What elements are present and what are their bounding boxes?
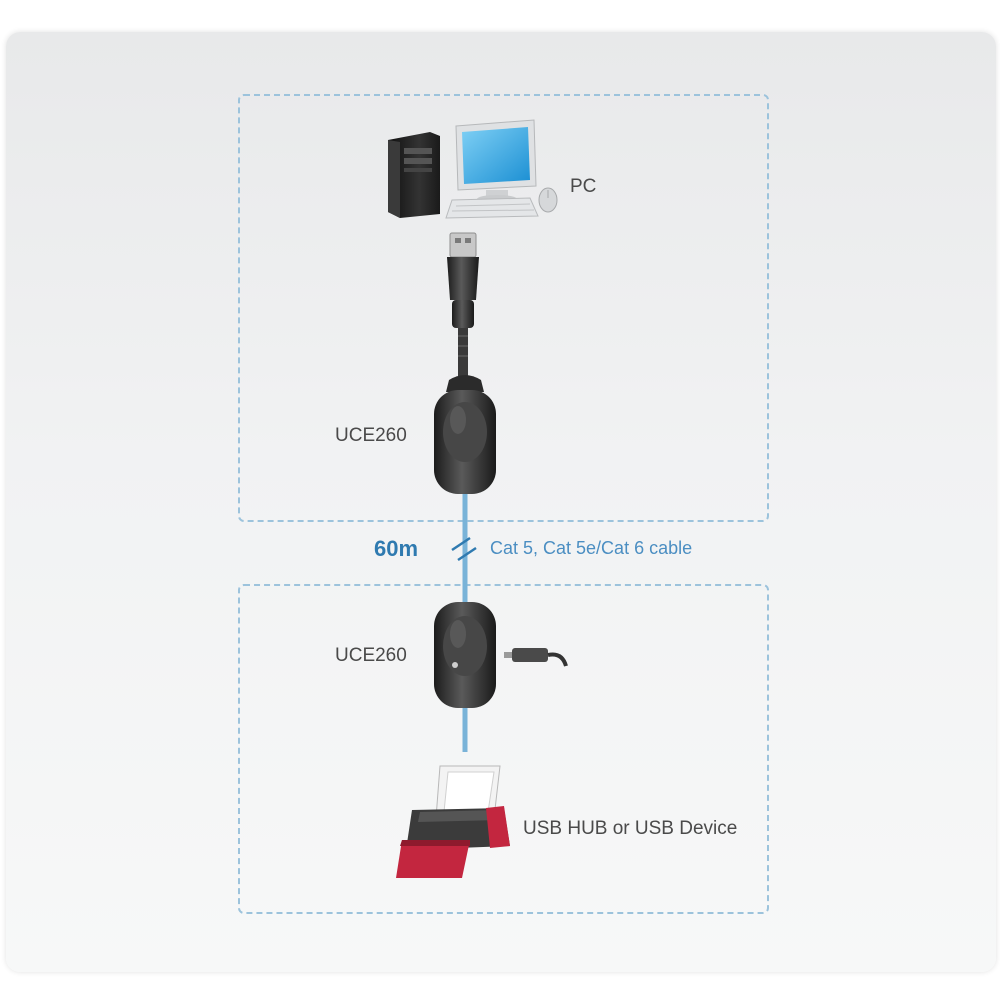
printer-icon: [396, 765, 510, 878]
mouse-icon: [538, 187, 558, 213]
local-extender-label: UCE260: [335, 425, 407, 446]
local-zone-box: [238, 94, 769, 522]
monitor-icon: [455, 119, 537, 203]
remote-zone-box: [238, 584, 769, 914]
cable-type-label: Cat 5, Cat 5e/Cat 6 cable: [490, 538, 693, 558]
pc-label: PC: [570, 176, 597, 197]
keyboard-icon: [445, 197, 539, 219]
power-adapter-icon: [504, 648, 568, 667]
cat-cable: [451, 490, 477, 752]
usb-device-label: USB HUB or USB Device: [523, 818, 738, 839]
usb-plug-icon: [447, 232, 479, 378]
extender-module-icon: [434, 375, 496, 494]
pc-tower-icon: [388, 132, 440, 218]
distance-label: 60m: [374, 536, 419, 561]
extender-module-icon: [434, 602, 496, 708]
remote-extender-label: UCE260: [335, 645, 407, 666]
